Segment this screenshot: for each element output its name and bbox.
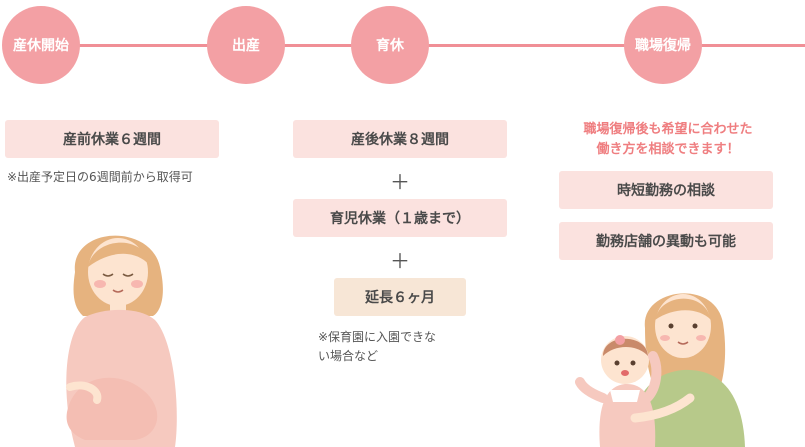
timeline-node-birth: 出産 [207, 6, 285, 84]
pregnant-woman-illustration [66, 235, 177, 447]
timeline-node-label: 出産 [232, 38, 260, 54]
timeline-node-maternity-start: 産休開始 [2, 6, 80, 84]
short-hours-label: 時短勤務の相談 [617, 183, 715, 199]
extension-note: ※保育園に入園できな い場合など [318, 328, 436, 366]
short-hours-box: 時短勤務の相談 [559, 171, 773, 209]
timeline-node-label: 産休開始 [13, 38, 69, 54]
timeline-node-label: 職場復帰 [635, 38, 691, 54]
extension-note-line: い場合など [318, 349, 379, 363]
prenatal-leave-box: 産前休業６週間 [5, 120, 219, 158]
return-message-line: 職場復帰後も希望に合わせた [583, 122, 753, 137]
childcare-leave-box: 育児休業（１歳まで） [293, 199, 507, 237]
return-message-line: 働き方を相談できます！ [596, 142, 740, 157]
store-transfer-label: 勤務店舗の異動も可能 [596, 234, 736, 250]
extension-label: 延長６ヶ月 [365, 290, 435, 306]
plus-sign: ＋ [390, 249, 410, 273]
postnatal-leave-box: 産後休業８週間 [293, 120, 507, 158]
mother-and-baby-illustration [575, 293, 745, 447]
store-transfer-box: 勤務店舗の異動も可能 [559, 222, 773, 260]
timeline-node-label: 育休 [376, 38, 404, 54]
prenatal-leave-label: 産前休業６週間 [63, 132, 161, 148]
return-message: 職場復帰後も希望に合わせた 働き方を相談できます！ [558, 120, 778, 160]
prenatal-leave-note: ※出産予定日の6週間前から取得可 [7, 170, 193, 184]
timeline-node-childcare-leave: 育休 [351, 6, 429, 84]
plus-sign: ＋ [390, 170, 410, 194]
extension-note-line: ※保育園に入園できな [318, 330, 437, 344]
extension-box: 延長６ヶ月 [334, 278, 466, 316]
postnatal-leave-label: 産後休業８週間 [351, 132, 449, 148]
timeline-node-return-to-work: 職場復帰 [624, 6, 702, 84]
childcare-leave-label: 育児休業（１歳まで） [330, 211, 470, 227]
